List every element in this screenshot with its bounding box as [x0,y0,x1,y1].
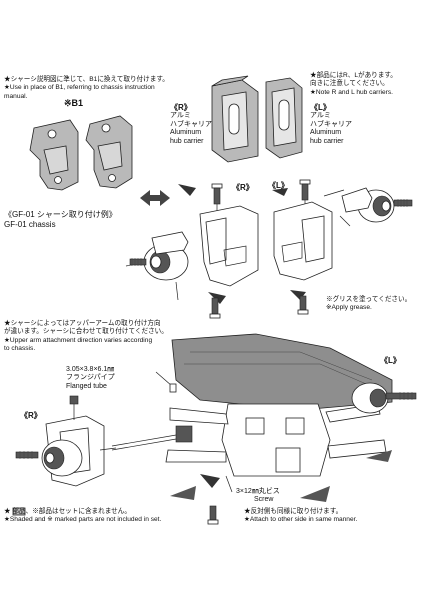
upper-arm-note-jp2: が違います。シャーシに合わせて取り付けてください。 [4,328,168,336]
hub-l-jp2: ハブキャリア [310,120,352,128]
flanged-tube-jp: フランジパイプ [66,374,115,382]
top-right-note-jp1: ★部品にはR、Lがあります。 [310,72,397,79]
upper-arm-note-en2: to chassis. [4,345,36,353]
l-assembly [272,179,413,315]
grease-note-jp: ※グリスを塗ってください。 [326,296,412,303]
shaded-note-en: ★Shaded and ※ marked parts are not inclu… [4,516,162,524]
shaded-legend-swatch [12,507,26,516]
hub-l-jp1: アルミ [310,112,331,120]
hub-r-mark: 《R》 [170,103,192,112]
hub-carrier-l-part [265,77,303,159]
top-right-note: ★部品にはR、Lがあります。 向きに注意してください。 ★Note R and … [310,72,397,97]
upper-arm-note-en1: ★Upper arm attachment direction varies a… [4,336,153,344]
bottom-r-hub [15,395,219,525]
screw-jp: 3×12㎜丸ビス [236,488,280,495]
top-right-note-en: ★Note R and L hub carriers. [310,88,393,96]
hub-carrier-r-label: 《R》 アルミ ハブキャリア Aluminum hub carrier [170,103,212,146]
shaded-parts-note: ★ 部品、※部品はセットに含まれません。 ★Shaded and ※ marke… [4,508,161,525]
top-right-note-jp2: 向きに注意してください。 [310,80,389,88]
hub-r-en1: Aluminum [170,129,202,137]
top-left-note: ★シャーシ説明図に準じて、B1に換えて取り付けます。 ★Use in place… [4,76,169,101]
b1-part-right [85,115,133,189]
grease-note: ※グリスを塗ってください。 ※Apply grease. [326,296,411,313]
shaded-note-jp: ★ 部品、※部品はセットに含まれません。 [4,508,131,515]
hub-r-jp1: アルミ [170,112,191,120]
chassis-label: 《GF-01 シャーシ取り付け例》 GF-01 chassis [4,210,117,230]
flanged-tube-en: Flanged tube [66,382,107,390]
hub-carrier-r-part [211,75,259,163]
grease-note-en: ※Apply grease. [326,304,372,312]
chassis-label-en: GF-01 chassis [4,220,56,229]
top-left-note-en: ★Use in place of B1, referring to chassi… [4,84,155,92]
assembly-l-mark: 《L》 [268,181,289,190]
swap-arrow-icon [140,190,170,206]
screw-label: 3×12㎜丸ビス Screw [236,488,280,505]
screw-en: Screw [254,496,274,504]
flanged-tube-label: 3.05×3.8×6.1㎜ フランジパイプ Flanged tube [66,366,115,391]
upper-arm-note: ★シャーシによってはアッパーアームの取り付け方向 が違います。シャーシに合わせて… [4,320,168,354]
upper-arm-note-jp1: ★シャーシによってはアッパーアームの取り付け方向 [4,320,161,327]
assembly-r-mark: 《R》 [232,183,254,192]
top-left-note-jp: ★シャーシ説明図に準じて、B1に換えて取り付けます。 [4,76,169,83]
hub-l-en2: hub carrier [310,137,344,145]
other-side-note-jp: ★反対側も同様に取り付けます。 [244,508,343,515]
flanged-tube-size: 3.05×3.8×6.1㎜ [66,366,115,373]
hub-l-mark: 《L》 [310,103,331,112]
b1-label: ※B1 [64,98,84,108]
chassis-label-jp: 《GF-01 シャーシ取り付け例》 [4,210,117,219]
hub-l-en1: Aluminum [310,129,342,137]
chassis-assembly [111,333,417,502]
bottom-l-mark: 《L》 [380,356,401,365]
bottom-r-mark: 《R》 [20,411,42,420]
b1-part-left [29,119,79,191]
other-side-note-en: ★Attach to other side in same manner. [244,516,358,524]
hub-r-en2: hub carrier [170,137,204,145]
other-side-note: ★反対側も同様に取り付けます。 ★Attach to other side in… [244,508,357,525]
r-assembly [125,183,259,319]
hub-carrier-l-label: 《L》 アルミ ハブキャリア Aluminum hub carrier [310,103,352,146]
hub-r-jp2: ハブキャリア [170,120,212,128]
top-left-note-en-cont: manual. [4,92,28,100]
